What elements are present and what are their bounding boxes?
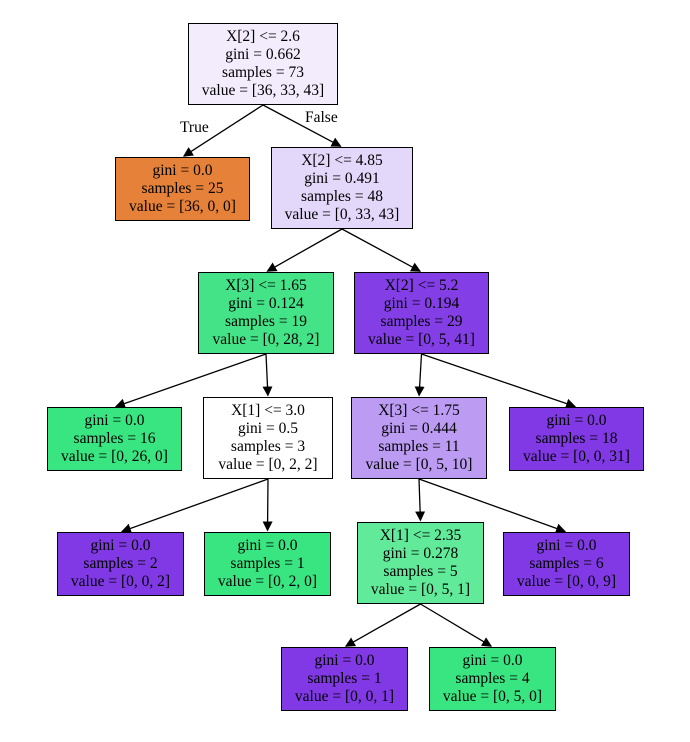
node-text-line: value = [36, 33, 43] [201, 82, 325, 99]
node-text-line: gini = 0.0 [314, 652, 375, 669]
node-text-line: value = [0, 0, 2] [70, 573, 171, 590]
node-text-line: value = [0, 0, 9] [516, 573, 617, 590]
node-text-line: gini = 0.0 [84, 412, 145, 429]
node-text-line: gini = 0.5 [238, 420, 298, 437]
node-text-line: value = [0, 5, 10] [365, 456, 473, 473]
node-text-line: value = [0, 5, 41] [368, 331, 475, 348]
node-text-line: gini = 0.0 [90, 537, 151, 554]
node-text-line: samples = 3 [230, 438, 306, 455]
false-edge-label: False [305, 109, 338, 126]
node-text-line: value = [0, 2, 0] [217, 573, 318, 590]
node-text-line: value = [0, 0, 1] [294, 688, 395, 705]
node-text-line: gini = 0.0 [546, 412, 607, 429]
node-text-line: gini = 0.491 [304, 170, 380, 187]
node-text-line: samples = 16 [73, 430, 156, 447]
node-text-line: samples = 18 [535, 430, 618, 447]
node-text-line: X[1] <= 2.35 [379, 527, 462, 544]
node-text-line: value = [0, 2, 2] [218, 456, 318, 473]
node-text-line: samples = 4 [455, 670, 530, 687]
node-text-line: samples = 29 [380, 313, 463, 330]
node-text-line: X[3] <= 1.65 [225, 277, 307, 294]
edge-n0-n2 [262, 104, 342, 147]
node-text-line: samples = 2 [83, 555, 158, 572]
node-text-line: value = [0, 33, 43] [284, 206, 400, 223]
node-text-line: gini = 0.0 [152, 162, 213, 179]
edge-n3-n5 [114, 353, 267, 409]
node-text-line: value = [0, 0, 31] [523, 448, 630, 465]
node-text-line: gini = 0.444 [381, 420, 457, 437]
edge-n2-n3 [266, 228, 343, 272]
node-text-line: gini = 0.124 [228, 295, 304, 312]
edge-n2-n4 [341, 228, 422, 272]
node-text-line: gini = 0.278 [382, 545, 459, 562]
node-text-line: value = [0, 26, 0] [61, 448, 168, 465]
edge-n7-n11 [415, 478, 426, 522]
node-text-line: samples = 6 [529, 555, 604, 572]
node-text-line: X[1] <= 3.0 [231, 402, 305, 419]
node-text-line: X[3] <= 1.75 [378, 402, 460, 419]
node-text-line: samples = 25 [141, 180, 224, 197]
node-text-line: samples = 5 [383, 563, 458, 580]
node-text-line: value = [0, 5, 1] [370, 581, 471, 598]
edge-n4-n7 [414, 353, 425, 397]
edge-n4-n8 [421, 353, 577, 409]
node-text-line: X[2] <= 4.85 [301, 152, 383, 169]
node-text-line: gini = 0.194 [383, 295, 460, 312]
node-text-line: value = [0, 5, 0] [442, 688, 543, 705]
node-text-line: samples = 19 [225, 313, 307, 330]
edge-n6-n9 [120, 478, 269, 534]
edge-n7-n12 [418, 478, 567, 534]
node-text-line: gini = 0.0 [237, 537, 298, 554]
node-text-line: value = [36, 0, 0] [129, 198, 236, 215]
node-text-line: gini = 0.662 [225, 46, 301, 63]
node-text-line: value = [0, 28, 2] [212, 331, 320, 348]
node-text-line: samples = 48 [301, 188, 383, 205]
node-text-line: gini = 0.0 [462, 652, 523, 669]
node-text-line: gini = 0.0 [536, 537, 597, 554]
edge-n11-n13 [344, 603, 421, 647]
true-edge-label: True [180, 119, 209, 136]
node-text-line: X[2] <= 2.6 [226, 28, 300, 45]
node-text-line: X[2] <= 5.2 [384, 277, 459, 294]
node-text-line: samples = 1 [307, 670, 382, 687]
edge-n3-n6 [262, 353, 273, 397]
node-text-line: samples = 73 [222, 64, 304, 81]
node-text-line: samples = 1 [230, 555, 305, 572]
edge-n0-n1 [182, 104, 264, 157]
node-text-line: samples = 11 [378, 438, 460, 455]
edge-n11-n14 [420, 603, 493, 647]
